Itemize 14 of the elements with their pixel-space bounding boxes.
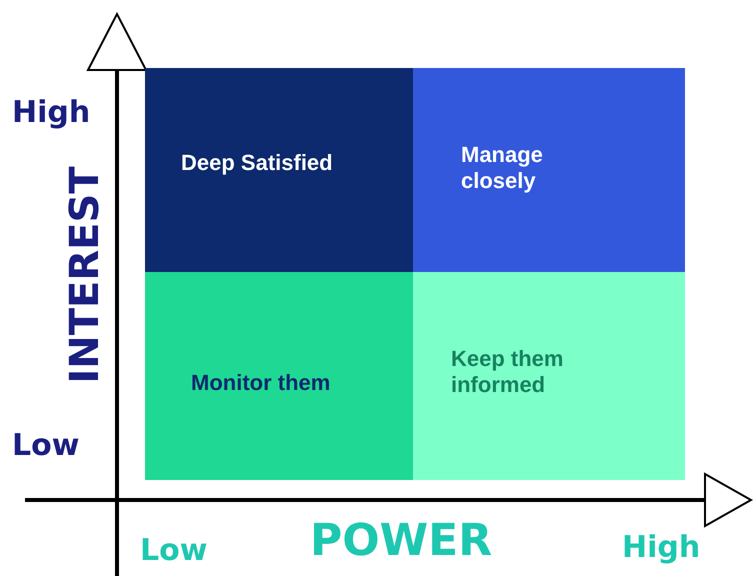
axis-title: INTEREST [62,166,108,384]
quadrant-label: Keep them informed [451,346,564,398]
quadrant-cell [413,68,685,272]
axis-value-label: Low [140,533,208,568]
axis-title: POWER [310,515,492,566]
axis-value-label: High [622,530,700,565]
quadrant-cell [413,272,685,480]
quadrant-label: Manage closely [461,142,544,194]
quadrant-cell [145,68,413,272]
axis-value-label: Low [12,428,80,463]
axis-value-label: High [12,95,90,130]
quadrant-cell [145,272,413,480]
quadrant-label: Deep Satisfied [181,150,334,176]
quadrant-label: Monitor them [191,370,332,396]
